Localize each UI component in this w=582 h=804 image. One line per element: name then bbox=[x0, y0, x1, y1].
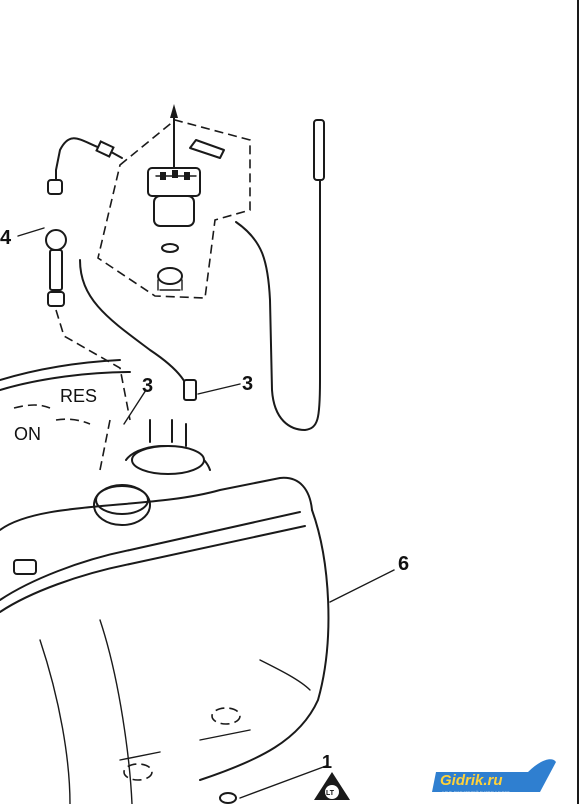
fuel-tank bbox=[0, 476, 330, 804]
vent-tube bbox=[313, 119, 325, 181]
on-arrow bbox=[55, 418, 91, 425]
fuel-tank-top bbox=[0, 359, 211, 526]
callout-4: 4 bbox=[0, 227, 12, 249]
label-on: ON bbox=[14, 424, 41, 444]
lt-circle bbox=[325, 785, 339, 799]
fuel-hose-right bbox=[235, 129, 321, 431]
fuel-filter bbox=[147, 104, 225, 291]
callout-3a: 3 bbox=[142, 375, 153, 397]
leader-1 bbox=[239, 765, 327, 799]
logo-text: Gidrik.ru bbox=[440, 772, 503, 789]
label-res: RES bbox=[60, 386, 97, 406]
logo-tagline: КЛУБ ЛЮБИТЕЛЕЙ ГИДРОЦИКЛОВ bbox=[442, 790, 510, 795]
callout-6: 6 bbox=[398, 553, 409, 575]
fuel-cock bbox=[45, 179, 67, 307]
filter-bracket bbox=[189, 139, 225, 159]
leader-3a bbox=[123, 389, 147, 425]
lt-text: LT bbox=[326, 790, 335, 797]
callout-1: 1 bbox=[322, 752, 332, 772]
filter-assembly-boundary bbox=[97, 119, 251, 299]
fuel-hose-left bbox=[55, 137, 101, 191]
leader-6 bbox=[329, 569, 395, 603]
gidrik-logo: Gidrik.ru КЛУБ ЛЮБИТЕЛЕЙ ГИДРОЦИКЛОВ bbox=[432, 759, 556, 795]
bolt-1 bbox=[219, 792, 237, 804]
leader-4 bbox=[17, 227, 45, 237]
routing-line-1 bbox=[55, 309, 131, 421]
callout-3b: 3 bbox=[242, 373, 253, 395]
leader-3b bbox=[197, 383, 241, 395]
routing-line-2 bbox=[99, 419, 111, 471]
res-arrow bbox=[13, 404, 51, 409]
